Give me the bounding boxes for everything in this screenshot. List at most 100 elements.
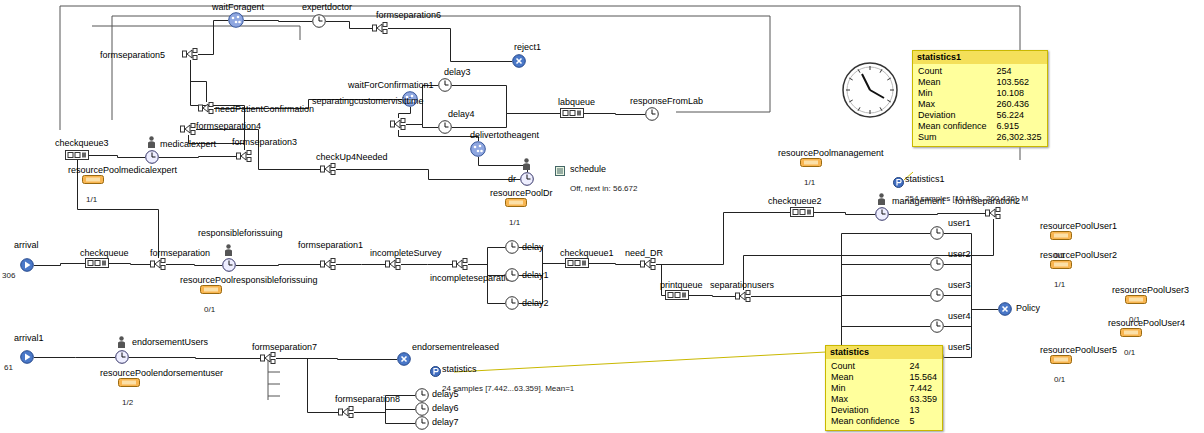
block-icon [893, 177, 904, 188]
connector [166, 265, 222, 266]
block-icon [20, 350, 34, 364]
block-label: endorsementreleased [412, 342, 515, 352]
service-block: dr [508, 158, 534, 186]
select-output-block: formseparation4 [180, 121, 262, 135]
select-output-block-icon [236, 150, 252, 162]
queue-block-icon [85, 258, 109, 268]
person-icon [147, 136, 156, 149]
queue-block-icon [790, 207, 814, 217]
queue-block: checkqueue1 [560, 248, 614, 268]
block-label: formseparation7 [252, 342, 318, 352]
wait-block-icon [470, 141, 486, 157]
resource-pool: resourcePoolmedicalexpert1/1 [68, 165, 196, 195]
block-label: endorsementUsers [132, 337, 226, 347]
block-label: formseparation1 [298, 240, 364, 250]
stat-value: 15.564 [910, 372, 938, 383]
connector [34, 264, 85, 266]
block-icon [236, 150, 252, 162]
block-icon [320, 258, 336, 270]
delay-block-icon [930, 226, 944, 240]
block-icon [200, 285, 222, 294]
connector [468, 265, 505, 304]
connector [354, 413, 415, 424]
resource-pool: resourcePoolUser21/1 [1040, 250, 1132, 280]
select-output-block: checkUp4Needed [316, 152, 388, 175]
queue-block: checkqueue2 [768, 196, 822, 217]
block-icon [415, 388, 429, 402]
clock [843, 63, 897, 117]
delay-block: user3 [930, 280, 971, 302]
block-icon [930, 226, 944, 240]
connector [814, 213, 875, 215]
frame-line [60, 6, 61, 130]
resource-pool-icon [1050, 260, 1072, 269]
resource-pool: resourcePoolUser30/1 [1112, 285, 1204, 315]
block-icon [645, 107, 659, 121]
block-label: checkqueue3 [55, 138, 109, 148]
stat-name: Mean [918, 77, 987, 88]
connector [944, 234, 998, 310]
stat-value: 7.442 [910, 383, 938, 394]
connector [34, 357, 115, 358]
select-output-block-icon [260, 352, 276, 364]
block-label: medicalexpert [160, 139, 232, 149]
stat-value: 6.915 [997, 121, 1042, 132]
block-label: delay3 [444, 67, 477, 77]
service-block: responsibleforissuing [198, 228, 283, 272]
stat-name: Mean confidence [918, 121, 987, 132]
block-label: separatingcustomervisittime [312, 96, 424, 106]
stat-value: 5 [910, 416, 938, 427]
block-icon [228, 12, 244, 28]
block-icon [930, 257, 944, 271]
connector [129, 358, 260, 359]
block-label: delay [522, 242, 561, 252]
connector [479, 157, 528, 172]
block-label: resourcePoolUser3 [1112, 285, 1204, 295]
block-label: incompleteseparation [430, 273, 516, 283]
block-icon [875, 207, 889, 221]
block-icon [182, 48, 198, 60]
block-icon [20, 258, 34, 272]
block-icon [312, 14, 326, 28]
person-icon-shape [522, 158, 531, 171]
sink-block-icon [397, 352, 411, 366]
queue-block: checkqueue3 [55, 138, 109, 160]
select-output-block-icon [452, 258, 468, 270]
block-label: formseparation6 [376, 10, 446, 20]
block-icon [505, 296, 519, 310]
statistics-panel: statistics1Count254Mean103.562Min10.108M… [912, 50, 1048, 147]
resource-pool: resourcePoolendorsementuser1/2 [100, 368, 246, 398]
service-block-icon [145, 150, 159, 164]
block-label: formseparation4 [196, 121, 278, 131]
stat-name: Deviation [918, 110, 987, 121]
connector [889, 214, 985, 215]
person-icon-shape [117, 336, 126, 349]
delay-block-icon [415, 416, 429, 430]
delay-block-icon [645, 107, 659, 121]
select-output-block: separationusers [710, 280, 775, 302]
block-label: expertdoctor [302, 2, 353, 12]
sink-block-icon [512, 54, 526, 68]
block-label: formseparation [150, 248, 211, 258]
block-label: user1 [948, 218, 989, 228]
stat-name: Deviation [831, 405, 900, 416]
select-output-block: incompleteSurvey [370, 248, 442, 270]
connector [744, 219, 994, 290]
person-icon [117, 336, 126, 349]
block-label: responseFromLab [630, 96, 704, 106]
block-label: resourcePoolUser2 [1040, 250, 1132, 260]
block-label: resourcePoolUser1 [1040, 221, 1132, 231]
service-block-icon [520, 172, 534, 186]
block-label: delay7 [432, 417, 476, 427]
block-icon [505, 198, 527, 207]
stat-name: Count [918, 66, 987, 77]
block-icon [415, 416, 429, 430]
connector [689, 296, 735, 297]
connector [388, 29, 512, 62]
block-icon [222, 258, 236, 272]
block-icon [65, 150, 89, 160]
stat-value: 10.108 [997, 88, 1042, 99]
statistics-element-icon [430, 366, 441, 377]
queue-block-icon [65, 150, 89, 160]
block-label: checkqueue1 [560, 248, 614, 258]
